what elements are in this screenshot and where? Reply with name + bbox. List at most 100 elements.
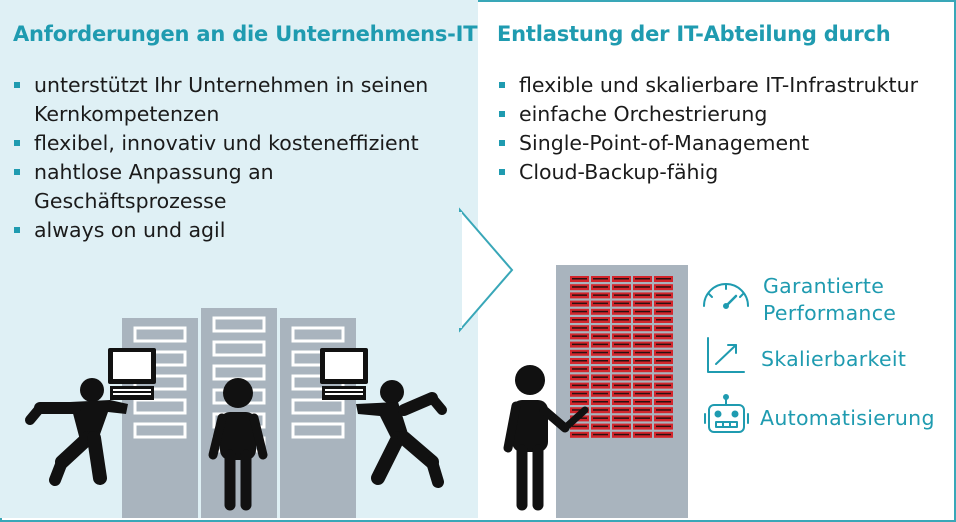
rack-unit-slot bbox=[572, 327, 587, 329]
requirements-list: unterstützt Ihr Unternehmen in seinen Ke… bbox=[13, 71, 463, 245]
rack-unit-slot bbox=[614, 392, 629, 395]
rack-unit-slot bbox=[656, 343, 671, 346]
rack-unit-slot bbox=[614, 417, 629, 419]
rack-unit-slot bbox=[572, 302, 587, 305]
requirement-item: always on und agil bbox=[13, 216, 463, 245]
rack-unit-slot bbox=[593, 310, 608, 313]
rack-unit-slot bbox=[656, 417, 671, 419]
rack-unit-slot bbox=[593, 392, 608, 395]
rack-unit-slot bbox=[635, 335, 650, 337]
rack-unit-slot bbox=[593, 319, 608, 321]
rack-unit-slot bbox=[614, 327, 629, 329]
rack-unit-slot bbox=[614, 376, 629, 378]
growth-chart-icon bbox=[707, 337, 745, 373]
rack-unit-slot bbox=[656, 433, 671, 436]
rack-unit-slot bbox=[614, 319, 629, 321]
rack-unit-slot bbox=[635, 310, 650, 313]
rack-unit-slot bbox=[635, 343, 650, 346]
rack-unit-slot bbox=[593, 360, 608, 362]
rack-unit-slot bbox=[572, 286, 587, 288]
rack-unit-slot bbox=[614, 384, 629, 387]
rack-unit-slot bbox=[593, 351, 608, 354]
server-rack bbox=[556, 265, 688, 518]
benefit-automation-label: Automatisierung bbox=[760, 406, 935, 430]
relief-item: Cloud-Backup-fähig bbox=[498, 158, 948, 187]
rack-unit-slot bbox=[572, 294, 587, 296]
rack-unit-slot bbox=[635, 319, 650, 321]
rack-unit-slot bbox=[614, 302, 629, 305]
rack-unit-slot bbox=[635, 360, 650, 362]
robot-icon bbox=[704, 394, 749, 433]
rack-unit-slot bbox=[656, 294, 671, 296]
rack-unit-slot bbox=[635, 392, 650, 395]
rack-unit-slot bbox=[635, 294, 650, 296]
rack-unit-slot bbox=[593, 335, 608, 337]
rack-unit-slot bbox=[572, 409, 587, 411]
rack-unit-slot bbox=[572, 335, 587, 337]
requirement-item: unterstützt Ihr Unternehmen in seinen Ke… bbox=[13, 71, 463, 129]
transition-arrow bbox=[459, 207, 514, 333]
rack-unit-slot bbox=[614, 351, 629, 354]
rack-unit-slot bbox=[656, 302, 671, 305]
rack-unit-slot bbox=[614, 310, 629, 313]
rack-unit-slot bbox=[593, 343, 608, 346]
rack-unit-slot bbox=[656, 425, 671, 428]
rack-unit-slot bbox=[593, 433, 608, 436]
rack-unit-slot bbox=[614, 368, 629, 370]
rack-unit-slot bbox=[614, 401, 629, 403]
rack-unit-slot bbox=[614, 278, 629, 280]
rack-unit-slot bbox=[635, 286, 650, 288]
relief-item: Single-Point-of-Management bbox=[498, 129, 948, 158]
rack-unit-slot bbox=[593, 368, 608, 370]
rack-unit-slot bbox=[593, 409, 608, 411]
rack-unit-slot bbox=[572, 310, 587, 313]
rack-unit-slot bbox=[593, 384, 608, 387]
rack-unit-slot bbox=[572, 392, 587, 395]
rack-unit-slot bbox=[572, 376, 587, 378]
relief-item: flexible und skalierbare IT-Infrastruktu… bbox=[498, 71, 948, 100]
rack-unit-slot bbox=[656, 376, 671, 378]
rack-unit-slot bbox=[614, 294, 629, 296]
rack-unit-slot bbox=[593, 327, 608, 329]
rack-unit-slot bbox=[635, 327, 650, 329]
rack-unit-slot bbox=[572, 319, 587, 321]
rack-unit-slot bbox=[593, 417, 608, 419]
rack-unit-slot bbox=[635, 278, 650, 280]
running-person-right-icon bbox=[356, 380, 447, 488]
rack-unit-slot bbox=[656, 327, 671, 329]
rack-unit-slot bbox=[572, 343, 587, 346]
rack-unit-slot bbox=[572, 351, 587, 354]
rack-unit-slot bbox=[614, 343, 629, 346]
rack-unit-slot bbox=[572, 360, 587, 362]
relief-item: einfache Orchestrierung bbox=[498, 100, 948, 129]
rack-unit-slot bbox=[635, 351, 650, 354]
rack-unit-slot bbox=[656, 278, 671, 280]
rack-unit-slot bbox=[656, 401, 671, 403]
rack-unit-slot bbox=[593, 294, 608, 296]
rack-unit-slot bbox=[656, 335, 671, 337]
computer-terminal-right bbox=[320, 348, 368, 400]
rack-unit-slot bbox=[635, 433, 650, 436]
rack-unit-slot bbox=[593, 376, 608, 378]
computer-terminal-left bbox=[108, 348, 156, 400]
rack-unit-slot bbox=[635, 368, 650, 370]
rack-unit-slot bbox=[614, 286, 629, 288]
rack-unit-slot bbox=[656, 384, 671, 387]
relief-list: flexible und skalierbare IT-Infrastruktu… bbox=[498, 71, 948, 187]
relief-heading: Entlastung der IT-Abteilung durch bbox=[497, 22, 891, 46]
requirement-item: flexibel, innovativ und kosteneffizient bbox=[13, 129, 463, 158]
rack-unit-slot bbox=[656, 310, 671, 313]
requirement-item: nahtlose Anpassung an Geschäftsprozesse bbox=[13, 158, 324, 216]
rack-unit-slot bbox=[614, 335, 629, 337]
standing-person-icon bbox=[208, 378, 268, 511]
rack-unit-slot bbox=[635, 302, 650, 305]
rack-unit-slot bbox=[572, 401, 587, 403]
rack-unit-slot bbox=[635, 425, 650, 428]
rack-unit-slot bbox=[593, 286, 608, 288]
running-person-left-icon bbox=[25, 378, 128, 486]
rack-unit-slot bbox=[572, 433, 587, 436]
rack-unit-slot bbox=[593, 425, 608, 428]
rack-unit-slot bbox=[656, 351, 671, 354]
rack-unit-slot bbox=[572, 425, 587, 428]
